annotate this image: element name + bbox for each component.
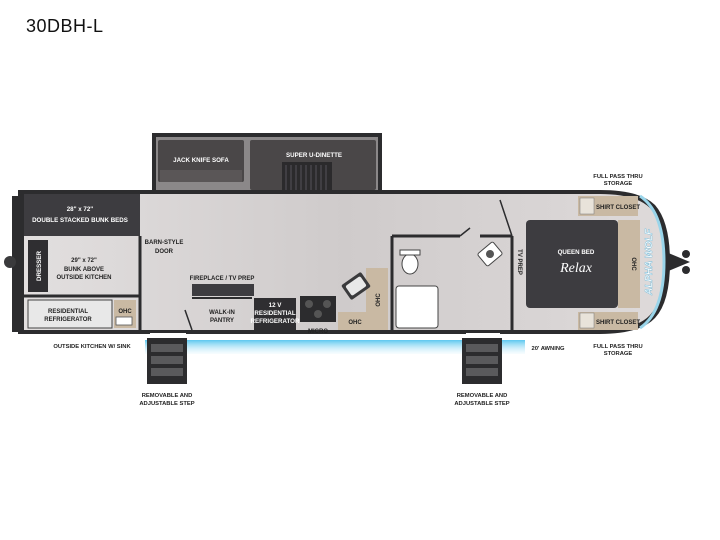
micro-label: MICRO <box>308 329 328 335</box>
jack-knife-sofa-label: JACK KNIFE SOFA <box>173 157 229 164</box>
queen-bed-label: QUEEN BED <box>558 249 595 256</box>
pantry-door <box>184 309 193 331</box>
brand-logo: ALPHA WOLF <box>644 228 655 296</box>
pass-thru-top-label-1: FULL PASS THRU <box>593 174 642 180</box>
walkin-label-2: PANTRY <box>210 318 234 324</box>
awning-label: 20' AWNING <box>531 346 565 352</box>
toilet-tank <box>399 249 421 256</box>
trailer-floor <box>24 194 664 330</box>
wardrobe-ohc-label: OHC <box>630 257 636 271</box>
pass-thru-bottom-label-2: STORAGE <box>604 351 633 357</box>
outside-kitchen-fridge <box>27 299 113 329</box>
burner-2 <box>323 300 331 308</box>
outside-kitchen-label: OUTSIDE KITCHEN W/ SINK <box>53 344 131 350</box>
burner-3 <box>314 310 322 318</box>
bunk-beds <box>24 194 140 236</box>
outside-ohc-label: OHC <box>118 309 132 315</box>
tv-prep-label: TV PREP <box>516 249 522 275</box>
fireplace-label: FIREPLACE / TV PREP <box>190 276 255 282</box>
spare-tire <box>4 256 16 268</box>
res12v-label-2: RESIDENTIAL <box>254 310 295 317</box>
tongue-jack-2 <box>682 266 690 274</box>
shirt-closet-top-label: SHIRT CLOSET <box>596 205 640 211</box>
floorplan-title: 30DBH-L <box>26 16 104 36</box>
shirt-closet-bottom-label: SHIRT CLOSET <box>596 320 640 326</box>
step-left-label-2: ADJUSTABLE STEP <box>139 401 194 407</box>
fireplace-tv <box>192 284 254 296</box>
residential-12v-fridge <box>254 298 296 330</box>
walkin-label-1: WALK-IN <box>209 310 235 316</box>
dresser-label: DRESSER <box>36 251 43 281</box>
bunk2-size-label: 29" x 72" <box>71 258 97 264</box>
bunk2-desc1-label: BUNK ABOVE <box>64 267 104 273</box>
relax-logo: Relax <box>559 261 593 276</box>
front-cap-trim <box>639 194 666 330</box>
bunk-size-label: 28" x 72" <box>67 206 94 213</box>
kitchen-sink <box>341 272 371 300</box>
super-dinette-label: SUPER U-DINETTE <box>286 152 342 159</box>
res12v-label-3: REFRIGERATOR <box>251 318 300 325</box>
tongue-jack <box>682 250 690 258</box>
toilet <box>401 253 419 275</box>
res-fridge-label-1: RESIDENTIAL <box>48 309 88 315</box>
dresser <box>28 240 48 292</box>
res12v-label-1: 12 V <box>269 302 283 309</box>
bedroom-door-wall <box>499 199 513 237</box>
bath-door <box>459 227 471 237</box>
barn-door-label-2: DOOR <box>155 249 174 255</box>
hitch <box>666 252 690 272</box>
kitchen-counter <box>366 268 388 330</box>
step-right <box>462 338 502 384</box>
step-left-label-1: REMOVABLE AND <box>142 393 193 399</box>
rear-bumper <box>12 196 20 332</box>
step-right-label-2: ADJUSTABLE STEP <box>454 401 509 407</box>
range-stove <box>300 296 336 322</box>
counter-ohc-label: OHC <box>376 293 382 307</box>
pass-thru-bottom-label-1: FULL PASS THRU <box>593 344 642 350</box>
barn-door-label-1: BARN-STYLE <box>145 240 184 246</box>
pass-thru-top-label-2: STORAGE <box>604 181 633 187</box>
step-left <box>147 338 187 384</box>
kitchen-ohc-label: OHC <box>348 320 362 326</box>
wardrobe-ohc <box>618 220 640 308</box>
shower <box>395 285 439 329</box>
bunk-desc-label: DOUBLE STACKED BUNK BEDS <box>32 217 128 224</box>
underglow <box>145 340 525 354</box>
bath-sink <box>477 241 503 267</box>
res-fridge-label-2: REFRIGERATOR <box>44 317 92 323</box>
nightstand-bottom <box>579 312 595 329</box>
kitchen-ohc <box>338 312 372 330</box>
queen-bed <box>526 220 618 308</box>
nightstand-top <box>579 197 595 215</box>
step-right-label-1: REMOVABLE AND <box>457 393 508 399</box>
outside-sink <box>115 316 133 326</box>
sofa-seat <box>160 170 242 182</box>
bunk2-desc2-label: OUTSIDE KITCHEN <box>56 275 111 281</box>
burner-1 <box>305 300 313 308</box>
